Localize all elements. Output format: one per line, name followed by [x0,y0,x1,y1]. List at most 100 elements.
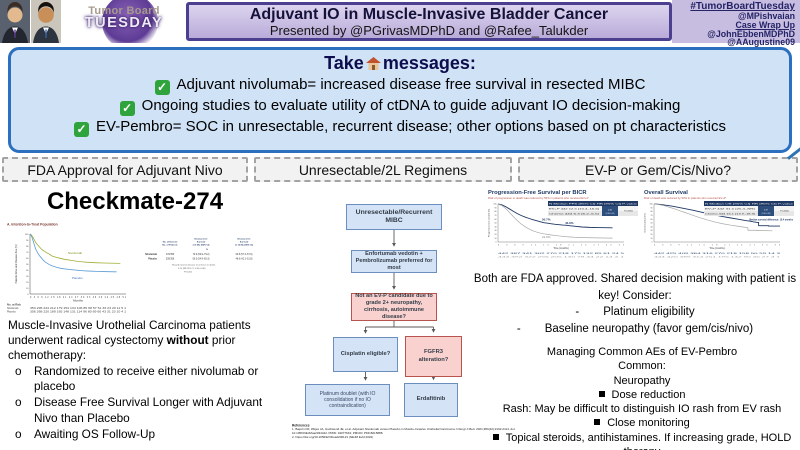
y-tick-label: 50 [651,223,653,225]
take-home-item-1: ✓Adjuvant nivolumab= increased disease f… [11,76,789,95]
take-home-item-3: ✓EV-Pembro= SOC in unresectable, recurre… [11,118,789,137]
consider-item-2: - Baseline neuropathy (favor gem/cis/niv… [470,321,800,338]
p-value: P<0.00001 [780,210,789,213]
summary-intro-post: prior chemotherapy: [8,333,236,363]
ae-common-label: Common: [618,360,666,373]
at-risk-row-values: 442 425 409 364 316 270 218 158 90 59 14… [654,253,780,255]
at-risk-label: No. at Risk [7,303,21,307]
y-tick-label: 70 [495,215,497,217]
checkmate-274-summary: Muscle-Invasive Urothelial Carcinoma pat… [8,318,280,442]
y-tick-label: 60 [26,258,29,260]
placebo-curve-label: Placebo [72,276,83,280]
x-axis-label: Time (months) [553,247,569,250]
os-results-table: N Median OS (95% CI) HR (95% CI) P-value… [704,201,794,216]
y-tick-label: 80 [651,211,653,213]
hazard-ratio-note: Hazard ratio for disease recurrence or d… [172,264,216,267]
ae-topical-steroids: Topical steroids, antihistamines. If inc… [492,431,792,450]
y-tick-label: 40 [26,270,29,272]
y-tick-label: 60 [651,219,653,221]
y-tick-label: 0 [652,242,653,244]
reference-1: 1. Bajorin DF, Witjes JA, Gschwend JE, e… [292,428,516,436]
table-header: % [206,249,208,251]
flow-node-not-evp-candidate: Not an EV-P candidate due to grade 2+ ne… [351,293,437,321]
take-home-title-pre: Take [324,53,364,73]
table-header: N Median OS (95% CI) HR (95% CI) P-value [705,204,793,206]
handle-aaugustine: @AAugustine09 [727,37,795,48]
consider-item-2-text: Baseline neuropathy (favor gem/cis/nivo) [544,323,754,336]
section-header-fda-approval-label: FDA Approval for Adjuvant Nivo [27,161,223,178]
flow-node-platinum-doublet: Platinum doublet (with IO consolidation … [305,384,390,416]
pfs-results-table: N Median PFS (95% CI) HR (95% CI) P-valu… [548,201,638,216]
ae-neuropathy: Neuropathy [613,374,671,387]
y-tick-label: 40 [495,226,497,228]
at-risk-row-label: Nivolumab [7,307,19,310]
square-bullet [492,433,499,440]
checkmate-274-km-figure: A. Intention-to-Treat Population 0102030… [4,220,276,314]
take-home-item-2: ✓Ongoing studies to evaluate utility of … [11,97,789,116]
table-header: Disease-free [237,239,251,241]
fda-approved-text: Both are FDA approved. Shared decision m… [473,273,797,302]
section-header-fda-approval: FDA Approval for Adjuvant Nivo [2,157,248,182]
km-results-rows: Nivolumab 170/353 74.9 (69.9–79.2) 62.8 … [145,254,252,274]
treatment-flowchart: Unresectable/Recurrent MIBC Enfortumab v… [290,188,522,450]
pfs-chart-title: Progression-Free Survival per BICR [488,190,587,196]
flowchart-connectors [363,230,436,381]
presenter-photo-right [31,0,61,43]
dash-bullet: - [575,306,580,319]
section-header-evp-or-gemcisnivo-label: EV-P or Gem/Cis/Nivo? [584,161,731,178]
consider-item-1: - Platinum eligibility [470,304,800,321]
os-chart-title: Overall Survival [644,190,688,196]
slide-subtitle: Presented by @PGrivasMDPhD and @Rafee_Ta… [269,22,589,38]
social-handles: #TumorBoardTuesday @MPishvaian Case Wrap… [672,0,800,47]
y-tick-label: 100 [494,204,497,206]
y-tick-label: 80 [26,246,29,248]
figure-caption: A. Intention-to-Treat Population [7,223,58,227]
y-tick-label: 30 [495,230,497,232]
table-header: Disease-free [194,239,208,241]
summary-intro-pre: Muscle-Invasive Urothelial Carcinoma pat… [8,318,251,348]
p-value: P<0.00001 [624,210,633,213]
bullet-marker: o [15,426,22,441]
table-row: EV+P 442 12.5 (10.4–16.6) [549,209,600,211]
evp-curve [497,203,613,229]
presenter-photo-right-image [31,0,61,43]
y-tick-label: 30 [26,276,29,278]
ae-dose-reduction-text: Dose reduction [611,388,686,401]
y-tick-label: 10 [495,238,497,240]
y-tick-label: 0 [27,294,29,296]
pfs-label-chemo-12mo: 21.6% [542,235,551,239]
dash-bullet: - [516,323,521,336]
at-risk-row-values: 444 392 322 256 205 130 78 44 22 14 4 1 [498,257,624,259]
flow-node-ev-pembro-preferred: Enfortumab vedotin + Pembrolizumab prefe… [351,250,437,273]
ae-close-monitoring-text: Close monitoring [607,417,690,430]
square-bullet [598,390,605,397]
axes [653,204,780,243]
logo-line1: Tumor Board [88,5,160,17]
pfs-label-12mo: 50.7% [542,218,551,222]
take-home-item-1-text: Adjuvant nivolumab= increased disease fr… [176,76,646,93]
flow-node-erdafitinib: Erdafitinib [404,383,458,417]
table-cell: 170/353 [166,254,175,256]
y-tick-label: 40 [651,226,653,228]
y-tick-label: 10 [651,238,653,240]
handle-johnebben: @JohnEbbenMDPhD [707,28,795,39]
ae-title: Managing Common AEs of EV-Pembro [546,346,738,358]
tumor-board-tuesday-logo: Tumor Board TUESDAY [62,0,186,43]
take-home-item-3-text: EV-Pembro= SOC in unresectable, recurren… [96,118,726,135]
table-header: at 12 Mo (95% CI) [235,244,253,247]
placebo-curve [29,233,117,273]
y-tick-label: 50 [26,264,29,266]
flow-node-fgfr3-alteration: FGFR3 alteration? [405,336,462,377]
y-tick-label: 70 [651,215,653,217]
os-chart: Overall Survival Risk of death was reduc… [642,188,796,264]
fda-approved-text-block: Both are FDA approved. Shared decision m… [470,271,800,338]
x-axis-label: Months [73,299,83,303]
chemo-curve [497,203,613,239]
table-header: Survival [240,242,249,244]
summary-bullet-1-text: Randomized to receive either nivolumab o… [34,364,259,394]
table-cell: Placebo [148,259,157,261]
ae-rash: Rash: May be difficult to distinguish IO… [502,403,782,416]
